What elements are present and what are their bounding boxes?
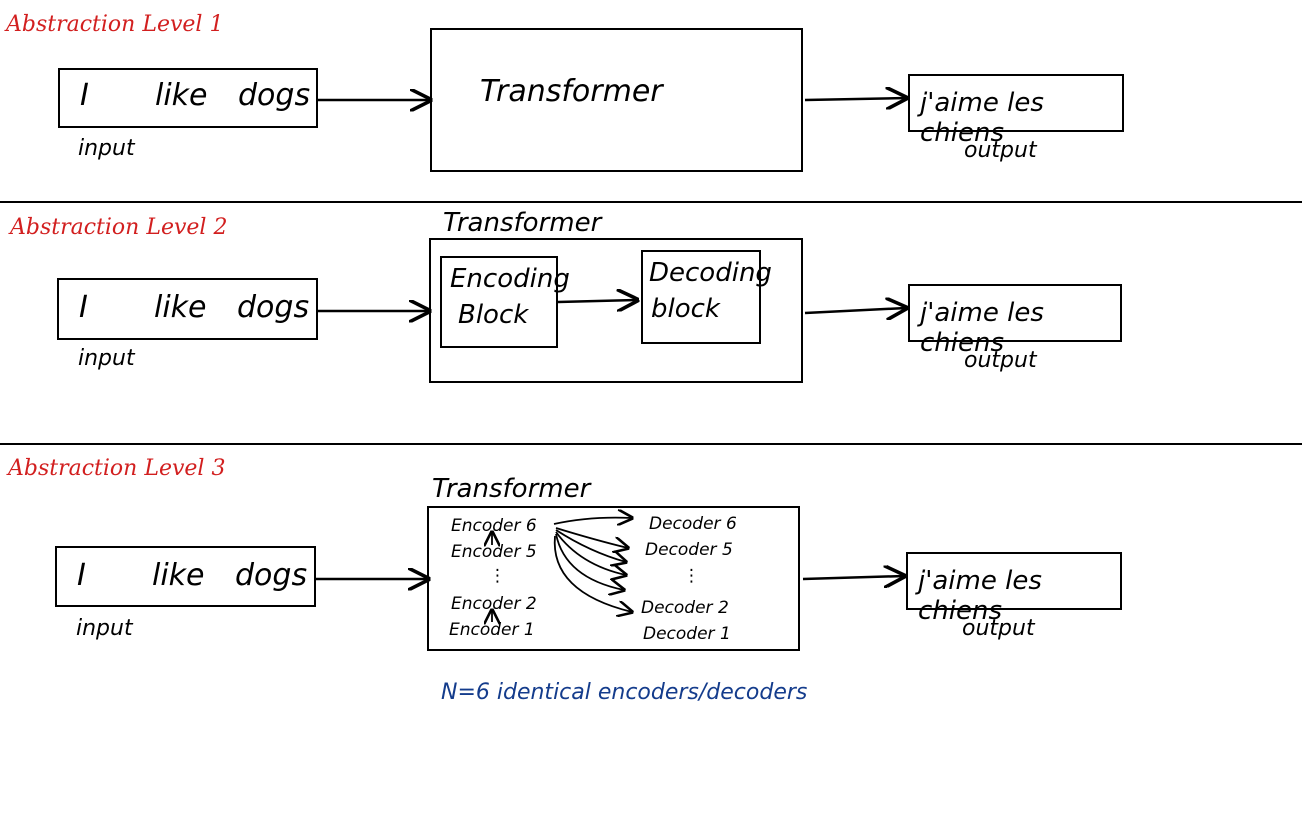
level-2-title: Abstraction Level 2 bbox=[10, 215, 228, 240]
section-divider-1 bbox=[0, 201, 1302, 203]
level-2-input-box: I like dogs bbox=[57, 278, 318, 340]
level-1-input-box: I like dogs bbox=[58, 68, 318, 128]
encoding-block-line-1: Encoding bbox=[450, 264, 570, 294]
level-2-output-box: j'aime les chiens bbox=[908, 284, 1122, 358]
level-2-transformer-box: Encoding Block Decoding block bbox=[429, 238, 803, 383]
decoder-6: Decoder 6 bbox=[649, 514, 737, 534]
level-1-output-text: j'aime les chiens bbox=[920, 88, 1044, 148]
encoder-ellipsis: ⋮ bbox=[489, 566, 506, 586]
encoder-6: Encoder 6 bbox=[451, 516, 537, 536]
enc6-to-dec5-arrow bbox=[555, 527, 628, 548]
level-2-inner-arrow bbox=[557, 300, 637, 302]
level-2-output-caption: output bbox=[964, 348, 1037, 373]
level-2-output-text: j'aime les chiens bbox=[920, 298, 1044, 358]
section-divider-2 bbox=[0, 443, 1302, 445]
input-word-1: I bbox=[80, 78, 89, 113]
input-word-1: I bbox=[77, 558, 86, 593]
level-1-title: Abstraction Level 1 bbox=[6, 12, 224, 37]
level-1-transformer-box: Transformer bbox=[430, 28, 803, 172]
input-word-3: dogs bbox=[238, 78, 311, 113]
level-1-output-box: j'aime les chiens bbox=[908, 74, 1124, 148]
level-3-output-text: j'aime les chiens bbox=[918, 566, 1042, 626]
level-1-output-arrow bbox=[804, 98, 906, 100]
encoding-block-line-2: Block bbox=[458, 300, 529, 330]
level-2-input-caption: input bbox=[78, 346, 135, 371]
level-1-output-caption: output bbox=[964, 138, 1037, 163]
level-3-title: Abstraction Level 3 bbox=[8, 456, 226, 481]
input-word-2: like bbox=[152, 558, 205, 593]
input-word-1: I bbox=[79, 290, 88, 325]
enc6-to-mid3-arrow bbox=[555, 533, 624, 590]
level-2-transformer-label: Transformer bbox=[443, 208, 602, 238]
enc6-to-mid1-arrow bbox=[555, 529, 626, 562]
level-3-output-caption: output bbox=[962, 616, 1035, 641]
decoder-1: Decoder 1 bbox=[643, 624, 731, 644]
encoding-block: Encoding Block bbox=[440, 256, 570, 348]
encoder-2: Encoder 2 bbox=[451, 594, 537, 614]
decoder-2: Decoder 2 bbox=[641, 598, 729, 618]
enc6-to-dec6-arrow bbox=[553, 518, 632, 524]
level-3-input-box: I like dogs bbox=[55, 546, 316, 607]
encoder-5: Encoder 5 bbox=[451, 542, 537, 562]
input-word-2: like bbox=[155, 78, 208, 113]
decoder-5: Decoder 5 bbox=[645, 540, 733, 560]
level-3-output-box: j'aime les chiens bbox=[906, 552, 1122, 626]
enc6-to-dec2-arrow bbox=[553, 535, 632, 612]
decoding-block-line-1: Decoding bbox=[649, 258, 772, 288]
encoder-1: Encoder 1 bbox=[449, 620, 535, 640]
enc6-to-mid2-arrow bbox=[555, 531, 626, 575]
decoding-block: Decoding block bbox=[641, 250, 772, 344]
level-3-note: N=6 identical encoders/decoders bbox=[441, 680, 808, 705]
decoding-block-line-2: block bbox=[651, 294, 720, 324]
level-2-output-arrow bbox=[804, 308, 906, 313]
input-word-2: like bbox=[154, 290, 207, 325]
level-1-input-caption: input bbox=[78, 136, 135, 161]
decoder-ellipsis: ⋮ bbox=[683, 566, 700, 586]
input-word-3: dogs bbox=[235, 558, 308, 593]
level-1-transformer-label: Transformer bbox=[480, 74, 663, 109]
input-word-3: dogs bbox=[237, 290, 310, 325]
level-3-input-caption: input bbox=[76, 616, 133, 641]
level-3-transformer-label: Transformer bbox=[432, 474, 591, 504]
level-3-output-arrow bbox=[802, 576, 904, 579]
